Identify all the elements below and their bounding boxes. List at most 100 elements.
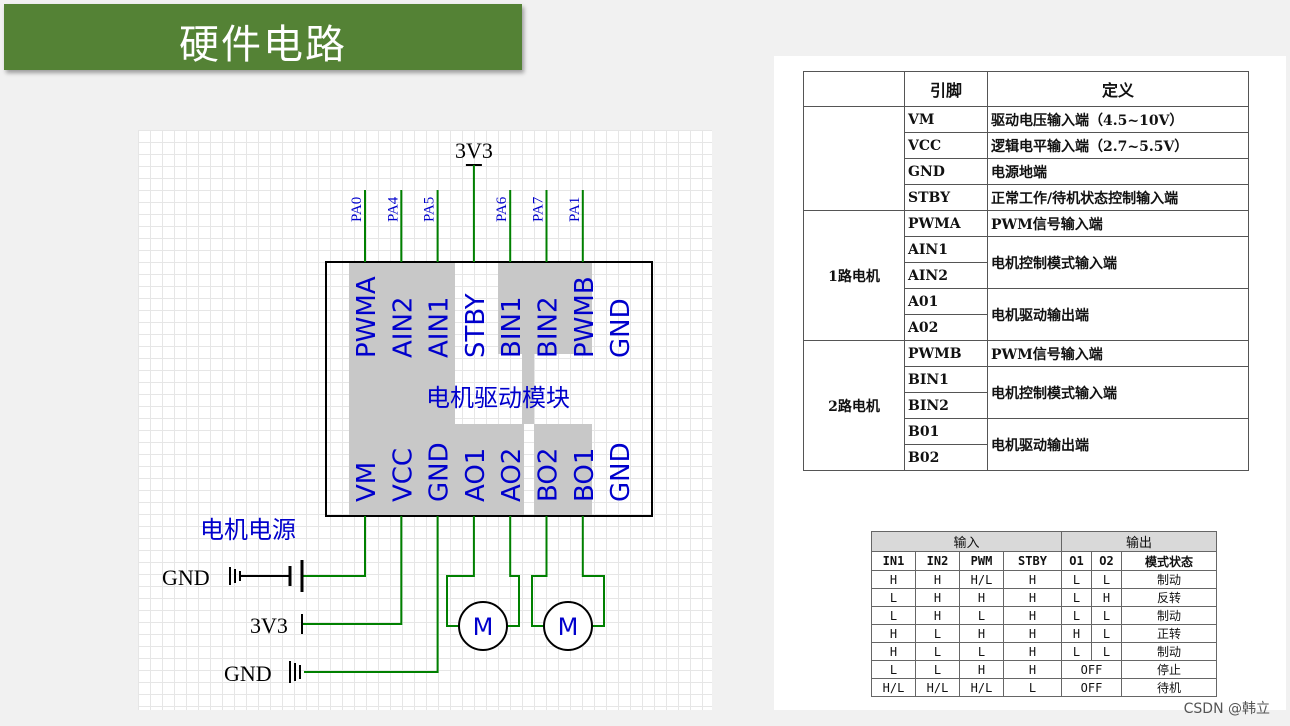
pin-definition: 电机控制模式输入端 [987, 366, 1249, 419]
module-label: 电机驱动模块 [426, 384, 570, 412]
truth-cell: L [871, 588, 916, 607]
pin-bottom-vm-0: VM [352, 462, 382, 502]
pin-name: B02 [904, 444, 988, 471]
gnd-label-top: GND [162, 565, 210, 590]
pin-top-pwma-0: PWMA [352, 276, 382, 358]
truth-col-5: O2 [1090, 551, 1122, 571]
table-row: B02 [804, 444, 1249, 471]
table-row: A02 [804, 314, 1249, 341]
truth-cell: H/L [871, 678, 916, 697]
truth-cell: L [1061, 588, 1092, 607]
pin-bottom-gnd-2: GND [425, 442, 455, 502]
pin-definition: 电机控制模式输入端 [987, 236, 1249, 289]
pin-shade-mid [461, 424, 524, 516]
pin-name: VM [904, 106, 988, 133]
truth-cell: H [1003, 660, 1062, 679]
motor-2-wire-b [581, 516, 605, 627]
pin-definition: 驱动电压输入端（4.5~10V） [987, 106, 1249, 133]
pin-name: GND [904, 158, 988, 185]
truth-cell: 制动 [1120, 570, 1218, 589]
truth-cell: H [1090, 588, 1122, 607]
truth-col-2: PWM [959, 551, 1004, 571]
pin-shade-right [498, 262, 592, 516]
truth-cell: L [1061, 570, 1092, 589]
pin-bottom-gnd-7: GND [606, 442, 636, 502]
net-label-pa6: PA6 [494, 196, 510, 222]
truth-cell: H [959, 588, 1004, 607]
motor-2-circle [543, 601, 593, 651]
truth-cell: L [959, 642, 1004, 661]
truth-cell: H [915, 570, 960, 589]
truth-cell: L [871, 606, 916, 625]
pin-definition: PWM信号输入端 [987, 210, 1249, 237]
net-label-pa7: PA7 [531, 196, 547, 222]
truth-cell: L [915, 660, 960, 679]
truth-cell: H/L [915, 678, 960, 697]
truth-cell: H [871, 642, 916, 661]
motor-2-label: M [558, 613, 579, 641]
truth-cell: OFF [1061, 660, 1122, 679]
motor-1-circle [458, 601, 508, 651]
truth-cell: L [1061, 642, 1092, 661]
title-banner: 硬件电路 [4, 4, 522, 70]
truth-cell: H/L [959, 570, 1004, 589]
truth-col-0: IN1 [871, 551, 916, 571]
pin-name: PWMA [904, 210, 988, 237]
truth-cell: H [1003, 624, 1062, 643]
table-row: BIN2 [804, 392, 1249, 419]
truth-cell: L [871, 660, 916, 679]
truth-cell: H [1061, 624, 1092, 643]
truth-cell: 停止 [1120, 660, 1218, 679]
truth-cell: H [1003, 606, 1062, 625]
truth-cell: H [871, 570, 916, 589]
pin-definition: PWM信号输入端 [987, 340, 1249, 367]
truth-cell: L [1090, 642, 1122, 661]
truth-cell: OFF [1061, 678, 1122, 697]
vm-wire [302, 516, 366, 577]
pin-name: STBY [904, 184, 988, 211]
pin-table-header-0 [803, 71, 905, 107]
pin-definition: 正常工作/待机状态控制输入端 [987, 184, 1249, 211]
page-title: 硬件电路 [179, 22, 347, 68]
truth-cell: L [915, 624, 960, 643]
pin-definition: 电机驱动输出端 [987, 418, 1249, 471]
power-label: 电机电源 [200, 516, 296, 544]
gnd-wire [304, 516, 439, 673]
vcc-wire [302, 516, 403, 625]
pin-table-header-1: 引脚 [904, 71, 988, 107]
pin-top-gnd-7: GND [606, 298, 636, 358]
truth-cell: 制动 [1120, 642, 1218, 661]
truth-cell: L [1090, 624, 1122, 643]
truth-cell: H [1003, 570, 1062, 589]
input-group-header: 输入 [871, 531, 1062, 552]
pin-bottom-bo2-5: BO2 [534, 448, 564, 502]
pin-definition: 电机驱动输出端 [987, 288, 1249, 341]
truth-cell: H [871, 624, 916, 643]
pin-name: B01 [904, 418, 988, 445]
truth-cell: L [1090, 606, 1122, 625]
pin-shade-left [349, 262, 464, 516]
truth-cell: 待机 [1120, 678, 1218, 697]
truth-cell: H [959, 660, 1004, 679]
truth-col-3: STBY [1003, 551, 1062, 571]
pin-bottom-ao2-4: AO2 [497, 448, 527, 502]
pin-top-bin1-4: BIN1 [497, 297, 527, 359]
pin-name: A01 [904, 288, 988, 315]
truth-cell: L [1090, 570, 1122, 589]
pin-definition: 电源地端 [987, 158, 1249, 185]
truth-col-4: O1 [1061, 551, 1092, 571]
pin-name: PWMB [904, 340, 988, 367]
net-label-pa5: PA5 [422, 197, 438, 222]
